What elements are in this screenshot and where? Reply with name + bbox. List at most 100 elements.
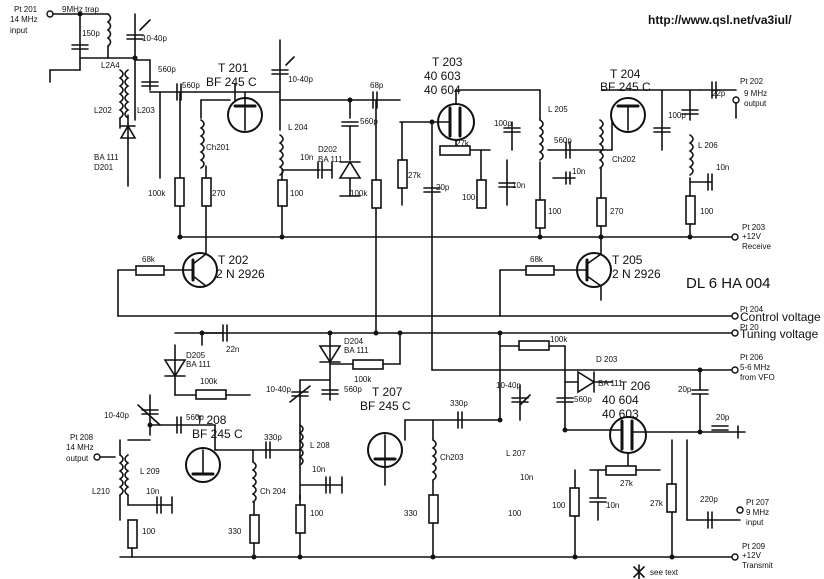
ch201: Ch201 — [206, 143, 230, 152]
l208: L 208 — [310, 441, 330, 450]
bf245a: BF 245 C — [206, 75, 257, 89]
pt209-name: Pt 209 — [742, 542, 766, 551]
rx-input-network — [46, 10, 197, 238]
bf245d: BF 245 C — [360, 399, 411, 413]
t203: T 203 — [432, 55, 463, 69]
r100kc: 100k — [354, 375, 372, 384]
t206-a: 40 604 — [602, 393, 639, 407]
c10nc: 10n — [572, 167, 585, 176]
t206: T 206 — [620, 379, 651, 393]
c560b: 560p — [182, 81, 200, 90]
c10-40d: 10-40p — [266, 385, 291, 394]
t208: T 208 — [196, 413, 227, 427]
pt201-freq: 14 MHz — [10, 15, 38, 24]
t206-mixer — [499, 332, 746, 561]
l206: L 206 — [698, 141, 718, 150]
r68kb: 68k — [530, 255, 544, 264]
ba111e: BA 111 — [598, 379, 623, 388]
c10-40c: 10-40p — [104, 411, 129, 420]
c20pb: 20p — [678, 385, 692, 394]
r27kc: 27k — [620, 479, 634, 488]
d205: D205 — [186, 351, 206, 360]
r27kb: 27k — [456, 139, 470, 148]
c22n: 22n — [226, 345, 239, 354]
ba111d: BA 111 — [344, 346, 369, 355]
pt206-freq: 5-6 MHz — [740, 363, 770, 372]
pt207-label: input — [746, 518, 764, 527]
c330a: 330p — [264, 433, 282, 442]
r27ka: 27k — [408, 171, 422, 180]
c560d: 560p — [554, 136, 572, 145]
t203-mixer — [399, 89, 736, 371]
t205-type: 2 N 2926 — [612, 267, 661, 281]
t203-a: 40 603 — [424, 69, 461, 83]
c10-40a: 10-40p — [142, 34, 167, 43]
r100b: 100 — [462, 193, 476, 202]
r100kd: 100k — [550, 335, 568, 344]
junction-dots — [77, 11, 703, 560]
c100pa: 100p — [494, 119, 512, 128]
c10ne: 10n — [146, 487, 159, 496]
c10nf: 10n — [312, 465, 325, 474]
c100pb: 100p — [668, 111, 686, 120]
l205: L 205 — [548, 105, 568, 114]
r100ke: 100k — [200, 377, 218, 386]
pt206-name: Pt 206 — [740, 353, 764, 362]
r100kb: 100k — [350, 189, 368, 198]
c220p: 220p — [700, 495, 718, 504]
bf245b: BF 245 C — [600, 80, 651, 94]
pt203-name: Pt 203 — [742, 223, 766, 232]
t204-stage — [535, 81, 740, 271]
see-text: see text — [650, 568, 679, 577]
c560f: 560p — [344, 385, 362, 394]
c20pc: 20p — [716, 413, 730, 422]
pt208-freq: 14 MHz — [66, 443, 94, 452]
t204: T 204 — [610, 67, 641, 81]
r100c: 100 — [548, 207, 562, 216]
c10ng: 10n — [520, 473, 533, 482]
c10nd: 10n — [716, 163, 729, 172]
supply-rails — [117, 236, 736, 558]
c150p: 150p — [82, 29, 100, 38]
pt203-volt: +12V — [742, 232, 762, 241]
pt201-label: input — [10, 26, 28, 35]
ch204: Ch 204 — [260, 487, 286, 496]
pt202-freq: 9 MHz — [744, 89, 767, 98]
ba111b: BA 111 — [318, 155, 343, 164]
c22pa: 22p — [712, 89, 726, 98]
asterisk-icon — [633, 564, 645, 579]
pt209-volt: +12V — [742, 551, 762, 560]
d203: D 203 — [596, 355, 618, 364]
pt202-name: Pt 202 — [740, 77, 764, 86]
pt209-label: Transmit — [742, 561, 774, 570]
pt208-label: output — [66, 454, 89, 463]
c10na: 10n — [300, 153, 313, 162]
c560c: 560p — [360, 117, 378, 126]
c10nh: 10n — [606, 501, 619, 510]
r100e: 100 — [142, 527, 156, 536]
c10-40b: 10-40p — [288, 75, 313, 84]
t205: T 205 — [612, 253, 643, 267]
t202-type: 2 N 2926 — [216, 267, 265, 281]
tx-output-network — [93, 324, 301, 558]
ch202: Ch202 — [612, 155, 636, 164]
t203-b: 40 604 — [424, 83, 461, 97]
l2a4: L2A4 — [101, 61, 120, 70]
d202: D202 — [318, 145, 338, 154]
r100h: 100 — [552, 501, 566, 510]
t201: T 201 — [218, 61, 249, 75]
t202-t205-switches — [135, 252, 739, 337]
l204: L 204 — [288, 123, 308, 132]
pt207-freq: 9 MHz — [746, 508, 769, 517]
c10nb: 10n — [512, 181, 525, 190]
c330b: 330p — [450, 399, 468, 408]
d204: D204 — [344, 337, 364, 346]
l203: L203 — [137, 106, 155, 115]
ba111a: BA 111 — [94, 153, 119, 162]
source-url: http://www.qsl.net/va3iul/ — [648, 13, 792, 27]
t207: T 207 — [372, 385, 403, 399]
d201: D201 — [94, 163, 114, 172]
t207-stage — [289, 332, 501, 558]
pt204-label: Control voltage — [740, 310, 821, 324]
